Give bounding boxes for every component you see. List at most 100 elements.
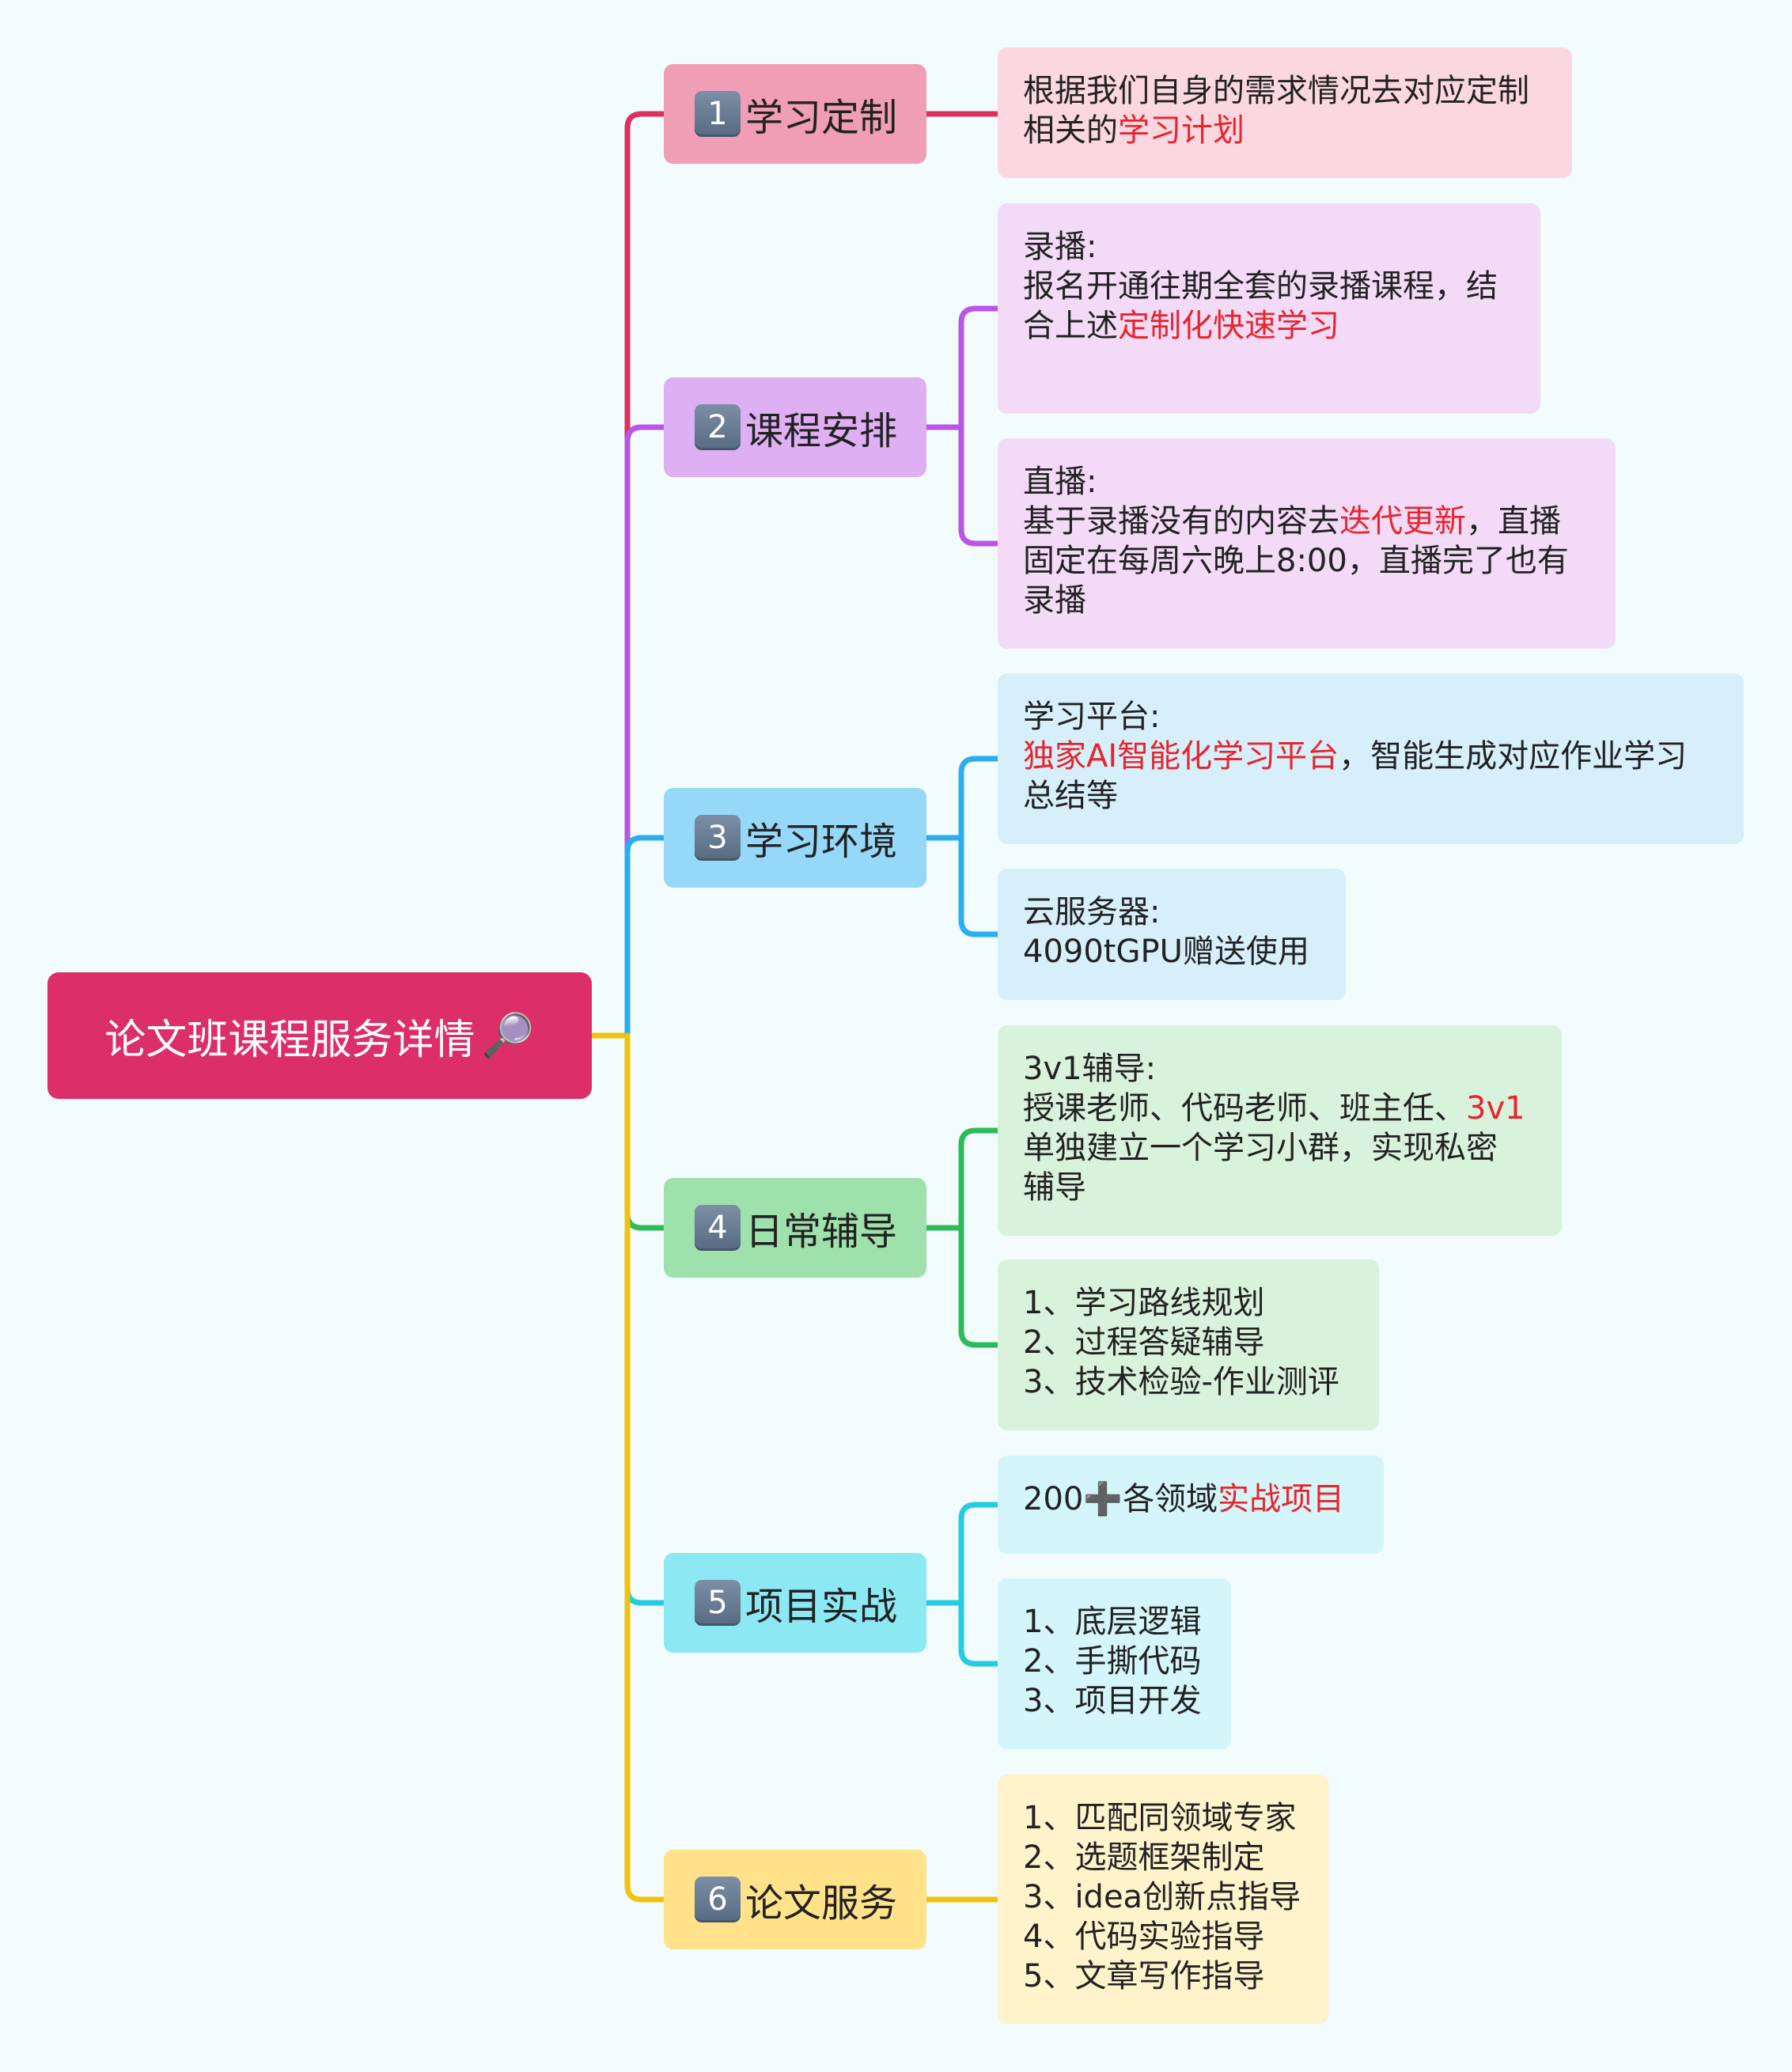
leaf-text: 基于录播没有的内容去 (1023, 503, 1339, 540)
leaf-text: 录播: (1023, 229, 1097, 265)
leaf-3-1: 学习平台:独家AI智能化学习平台，智能生成对应作业学习总结等 (998, 673, 1744, 844)
leaf-line: 2、过程答疑辅导 (1023, 1323, 1354, 1362)
leaf-line: 录播 (1023, 581, 1590, 620)
leaf-text: 报名开通往期全套的录播课程，结 (1023, 268, 1498, 305)
leaf-line: 3、idea创新点指导 (1023, 1877, 1303, 1917)
leaf-line: 200➕各领域实战项目 (1023, 1479, 1358, 1519)
leaf-text: 根据我们自身的需求情况去对应定制 (1023, 73, 1529, 109)
leaf-line: 直播: (1023, 462, 1590, 502)
leaf-connector-5-2 (958, 1600, 1001, 1667)
leaf-text: 2、手撕代码 (1023, 1643, 1202, 1680)
leaf-line: 固定在每周六晚上8:00，直播完了也有 (1023, 541, 1590, 581)
leaf-highlight-text: 独家AI智能化学习平台 (1023, 738, 1339, 775)
branch-label-3: 学习环境 (745, 820, 898, 864)
leaf-2-1: 录播:报名开通往期全套的录播课程，结合上述定制化快速学习 (998, 203, 1540, 414)
leaf-line: 辅导 (1023, 1168, 1536, 1207)
leaf-text: 1、底层逻辑 (1023, 1604, 1202, 1640)
leaf-connector-2-2 (958, 424, 1001, 547)
leaf-text: 200➕各领域 (1023, 1481, 1218, 1517)
branch-node-5[interactable]: 5 项目实战 (664, 1553, 926, 1653)
trunk-connector-2 (624, 424, 667, 1039)
leaf-line: 报名开通往期全套的录播课程，结 (1023, 267, 1515, 306)
leaf-connector-4-1 (958, 1127, 1001, 1231)
magnifier-icon: 🔎 (481, 1010, 535, 1060)
branch-node-2[interactable]: 2 课程安排 (664, 377, 926, 477)
leaf-text: 相关的 (1023, 112, 1118, 149)
leaf-line: 4090tGPU赠送使用 (1023, 932, 1320, 972)
trunk-connector-3 (624, 835, 667, 1039)
leaf-line: 1、匹配同领域专家 (1023, 1798, 1303, 1838)
leaf-line: 基于录播没有的内容去迭代更新，直播 (1023, 502, 1590, 541)
leaf-text: 4090tGPU赠送使用 (1023, 934, 1309, 970)
leaf-highlight-text: 定制化快速学习 (1118, 308, 1339, 344)
branch-label-2: 课程安排 (745, 409, 898, 453)
branch-label-5: 项目实战 (745, 1585, 898, 1629)
leaf-connector-3-2 (958, 835, 1001, 938)
leaf-text: 3、idea创新点指导 (1023, 1879, 1301, 1915)
leaf-text: 合上述 (1023, 308, 1118, 344)
branch-node-4[interactable]: 4 日常辅导 (664, 1178, 926, 1278)
leaf-line: 3、技术检验-作业测评 (1023, 1362, 1354, 1402)
leaf-line: 根据我们自身的需求情况去对应定制 (1023, 71, 1547, 111)
branch-node-1[interactable]: 1 学习定制 (664, 64, 926, 164)
branch-label-1: 学习定制 (745, 96, 898, 140)
number-2-icon: 2 (695, 404, 741, 450)
leaf-text: 3、项目开发 (1023, 1683, 1202, 1719)
leaf-line: 相关的学习计划 (1023, 111, 1547, 150)
leaf-text: 1、学习路线规划 (1023, 1285, 1265, 1321)
leaf-text: 直播: (1023, 464, 1097, 500)
number-6-icon: 6 (695, 1877, 741, 1922)
leaf-line: 2、选题框架制定 (1023, 1838, 1303, 1877)
trunk-connector-4 (624, 1032, 667, 1231)
leaf-text: 固定在每周六晚上8:00，直播完了也有 (1023, 543, 1569, 579)
branch-node-3[interactable]: 3 学习环境 (664, 788, 926, 888)
branch-label-4: 日常辅导 (745, 1210, 898, 1254)
leaf-text: 辅导 (1023, 1169, 1086, 1206)
leaf-highlight-text: 3v1 (1466, 1090, 1525, 1127)
leaf-line: 授课老师、代码老师、班主任、3v1 (1023, 1089, 1536, 1128)
leaf-line: 2、手撕代码 (1023, 1642, 1206, 1681)
leaf-line: 1、学习路线规划 (1023, 1283, 1354, 1323)
number-4-icon: 4 (695, 1205, 741, 1251)
trunk-connector-1 (624, 111, 667, 1039)
leaf-text: 4、代码实验指导 (1023, 1919, 1265, 1955)
leaf-text: 3、技术检验-作业测评 (1023, 1364, 1339, 1400)
leaf-highlight-text: 实战项目 (1218, 1481, 1345, 1517)
leaf-text: 授课老师、代码老师、班主任、 (1023, 1090, 1466, 1127)
trunk-connector-5 (624, 1032, 667, 1606)
leaf-line: 总结等 (1023, 776, 1718, 816)
root-node[interactable]: 论文班课程服务详情 🔎 (47, 972, 592, 1099)
leaf-text: ，智能生成对应作业学习 (1339, 738, 1688, 775)
leaf-text: 1、匹配同领域专家 (1023, 1800, 1297, 1836)
leaf-highlight-text: 学习计划 (1118, 112, 1245, 149)
branch-node-6[interactable]: 6 论文服务 (664, 1850, 926, 1949)
leaf-text: 总结等 (1023, 778, 1118, 814)
leaf-line: 学习平台: (1023, 697, 1718, 737)
trunk-connector-6 (624, 1032, 667, 1903)
leaf-line: 合上述定制化快速学习 (1023, 306, 1515, 346)
branch-label-6: 论文服务 (745, 1881, 898, 1926)
leaf-text: 5、文章写作指导 (1023, 1958, 1265, 1994)
leaf-2-2: 直播:基于录播没有的内容去迭代更新，直播固定在每周六晚上8:00，直播完了也有录… (998, 438, 1616, 649)
leaf-text: 2、选题框架制定 (1023, 1839, 1265, 1876)
leaf-line: 云服务器: (1023, 892, 1320, 932)
leaf-connector-4-2 (958, 1225, 1001, 1348)
leaf-connector-3-1 (958, 756, 1001, 841)
leaf-text: 单独建立一个学习小群，实现私密 (1023, 1130, 1498, 1166)
leaf-connector-2-1 (958, 305, 1001, 430)
leaf-highlight-text: 迭代更新 (1339, 503, 1466, 540)
leaf-text: 录播 (1023, 582, 1086, 619)
leaf-text: 3v1辅导: (1023, 1051, 1157, 1087)
leaf-3-2: 云服务器:4090tGPU赠送使用 (998, 869, 1346, 1000)
leaf-line: 单独建立一个学习小群，实现私密 (1023, 1128, 1536, 1168)
leaf-line: 录播: (1023, 227, 1515, 267)
number-5-icon: 5 (695, 1580, 741, 1626)
leaf-line: 3、项目开发 (1023, 1681, 1206, 1721)
leaf-text: ，直播 (1466, 503, 1561, 540)
leaf-connector-5-1 (958, 1502, 1001, 1606)
